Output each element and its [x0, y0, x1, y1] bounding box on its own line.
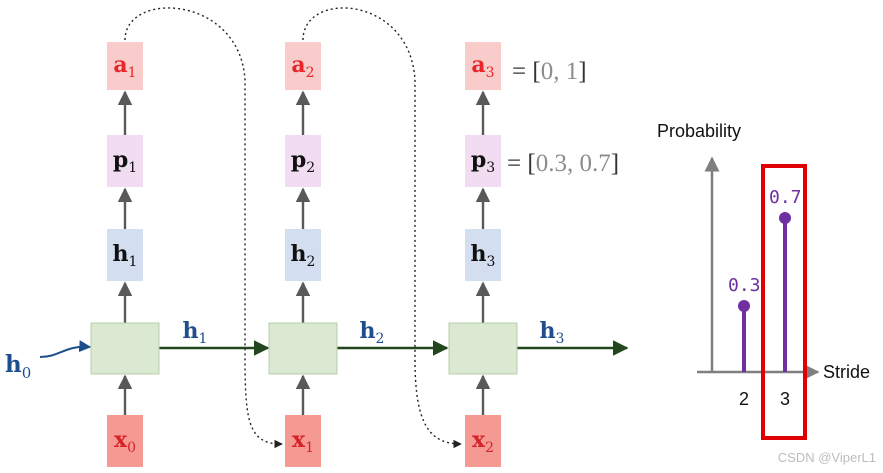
stem-marker-2: [779, 212, 791, 224]
hidden-box-2: [285, 229, 321, 281]
prob-label-1: p1: [113, 147, 137, 176]
hidden-label-1: h1: [113, 241, 138, 270]
feedback-arc-a1-x1: [124, 7, 283, 449]
stem-marker-1: [738, 300, 750, 312]
action-label-1: a1: [113, 52, 136, 81]
initial-state-label: h0: [5, 351, 31, 382]
column-2: a2 p2 h2 x1: [268, 42, 338, 467]
edge-label-2: h2: [360, 318, 385, 347]
input-box-3: [465, 415, 501, 467]
prob-label-3: p3: [471, 147, 495, 176]
probability-equation: = [0.3, 0.7]: [507, 150, 619, 177]
action-box-3: [465, 42, 501, 90]
prob-box-3: [465, 135, 501, 187]
column-3: a3 p3 h3 x2: [448, 42, 518, 467]
columns: a1 p1 h1 x0 a2 p2 h2 x1 a3 p3 h3 x2: [90, 42, 518, 467]
input-box-2: [285, 415, 321, 467]
feedback-arc-a2-x2: [302, 7, 462, 449]
action-label-3: a3: [471, 52, 494, 81]
input-label-3: x2: [472, 427, 494, 456]
vertical-arrows: [117, 90, 491, 415]
input-box-1: [107, 415, 143, 467]
rnn-cell-2: [268, 322, 338, 375]
prob-label-2: p2: [291, 147, 315, 176]
action-box-2: [285, 42, 321, 90]
highlight-box: [761, 164, 807, 440]
stems: 0.3 2 0.7 3: [728, 187, 802, 409]
rnn-cell-3: [448, 322, 518, 375]
input-label-2: x1: [292, 427, 314, 456]
hidden-box-1: [107, 229, 143, 281]
edge-labels: h1 h2 h3: [183, 318, 565, 347]
rnn-cell-1: [90, 322, 160, 375]
column-1: a1 p1 h1 x0: [90, 42, 160, 467]
stem-tick-label-1: 2: [739, 389, 749, 409]
action-equation: = [0, 1]: [512, 58, 587, 85]
stem-y-axis-label: Probability: [657, 121, 741, 141]
prob-box-2: [285, 135, 321, 187]
hidden-label-2: h2: [291, 241, 316, 270]
stem-tick-label-2: 3: [780, 389, 790, 409]
action-label-2: a2: [291, 52, 314, 81]
hidden-label-3: h3: [471, 241, 496, 270]
stem-plot: Probability Stride 0.3 2 0.7 3: [657, 121, 870, 440]
prob-box-1: [107, 135, 143, 187]
watermark: CSDN @ViperL1: [778, 450, 876, 465]
edge-label-1: h1: [183, 318, 208, 347]
edge-label-3: h3: [540, 318, 565, 347]
hidden-box-3: [465, 229, 501, 281]
stem-value-label-1: 0.3: [728, 275, 761, 296]
input-label-1: x0: [114, 427, 136, 456]
initial-state-arrow: [39, 340, 92, 358]
stem-x-axis-label: Stride: [823, 362, 870, 382]
action-box-1: [107, 42, 143, 90]
stem-value-label-2: 0.7: [769, 187, 802, 208]
